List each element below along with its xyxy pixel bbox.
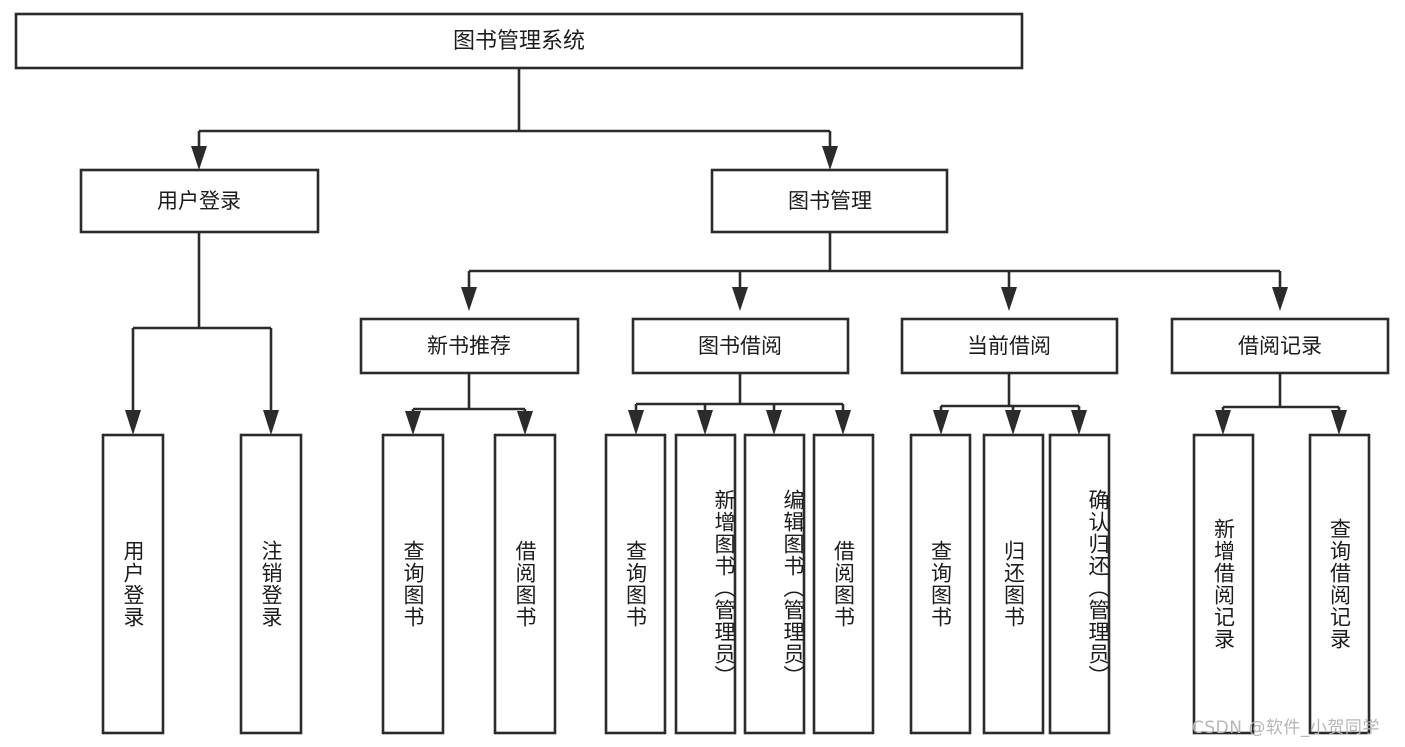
leaf-box-query-book-3[interactable]: [909, 433, 972, 735]
arrow-head-bookmanage: [822, 146, 838, 170]
node-new-book-recommend-box[interactable]: [359, 317, 580, 375]
arrow-head-current-borrow: [1001, 287, 1017, 311]
connectors: [125, 68, 1347, 435]
arrow-head-leaf-borrow-book-2: [835, 410, 851, 435]
node-borrow-record-label: 借阅记录: [1238, 334, 1322, 358]
node-user-login-box[interactable]: [79, 168, 320, 234]
leaf-box-add-record[interactable]: [1192, 433, 1255, 735]
leaf-box-logout-login[interactable]: [239, 433, 303, 735]
node-root[interactable]: 图书管理系统: [14, 12, 1024, 70]
leaf-boxes: [101, 433, 1371, 735]
node-root-box[interactable]: [14, 12, 1024, 70]
arrow-head-new-book-recommend: [461, 287, 477, 311]
leaf-box-add-book[interactable]: [674, 433, 737, 735]
node-current-borrow[interactable]: 当前借阅: [900, 317, 1119, 375]
arrow-head-leaf-logout-login: [263, 410, 279, 435]
node-root-label: 图书管理系统: [453, 29, 585, 54]
node-book-manage[interactable]: 图书管理: [710, 168, 949, 234]
arrow-head-leaf-user-login: [125, 410, 141, 435]
node-new-book-recommend[interactable]: 新书推荐: [359, 317, 580, 375]
arrow-head-leaf-query-book-2: [628, 410, 644, 435]
leaf-box-user-login[interactable]: [101, 433, 165, 735]
node-book-borrow-label: 图书借阅: [698, 334, 782, 358]
node-borrow-record-box[interactable]: [1170, 317, 1390, 375]
node-user-login[interactable]: 用户登录: [79, 168, 320, 234]
arrow-head-userlogin: [191, 146, 207, 170]
leaf-box-query-record[interactable]: [1308, 433, 1371, 735]
arrow-head-leaf-return-book: [1005, 410, 1021, 435]
arrow-head-leaf-query-book-3: [933, 410, 949, 435]
leaf-box-borrow-book-2[interactable]: [812, 433, 875, 735]
arrow-head-leaf-add-record: [1215, 410, 1231, 435]
leaf-box-query-book-1[interactable]: [381, 433, 445, 735]
arrow-head-leaf-borrow-book-1: [517, 411, 533, 435]
node-user-login-label: 用户登录: [157, 189, 241, 213]
arrow-head-leaf-confirm-return: [1071, 410, 1087, 435]
arrow-head-leaf-add-book: [697, 410, 713, 435]
node-book-borrow-box[interactable]: [631, 317, 850, 375]
node-borrow-record[interactable]: 借阅记录: [1170, 317, 1390, 375]
leaf-box-confirm-return[interactable]: [1048, 433, 1111, 735]
node-book-manage-box[interactable]: [710, 168, 949, 234]
node-book-borrow[interactable]: 图书借阅: [631, 317, 850, 375]
node-book-manage-label: 图书管理: [788, 189, 872, 213]
node-current-borrow-label: 当前借阅: [967, 334, 1051, 358]
leaf-box-query-book-2[interactable]: [604, 433, 667, 735]
node-current-borrow-box[interactable]: [900, 317, 1119, 375]
arrow-head-leaf-query-record: [1331, 410, 1347, 435]
arrow-head-leaf-edit-book: [766, 410, 782, 435]
leaf-box-borrow-book-1[interactable]: [493, 433, 557, 735]
leaf-box-edit-book[interactable]: [743, 433, 806, 735]
csdn-watermark: CSDN @软件_小贺同学: [1192, 718, 1380, 738]
arrow-head-book-borrow: [732, 287, 748, 311]
arrow-head-leaf-query-book-1: [405, 411, 421, 435]
node-new-book-recommend-label: 新书推荐: [427, 334, 511, 358]
leaf-box-return-book[interactable]: [982, 433, 1045, 735]
arrow-head-borrow-record: [1272, 287, 1288, 311]
